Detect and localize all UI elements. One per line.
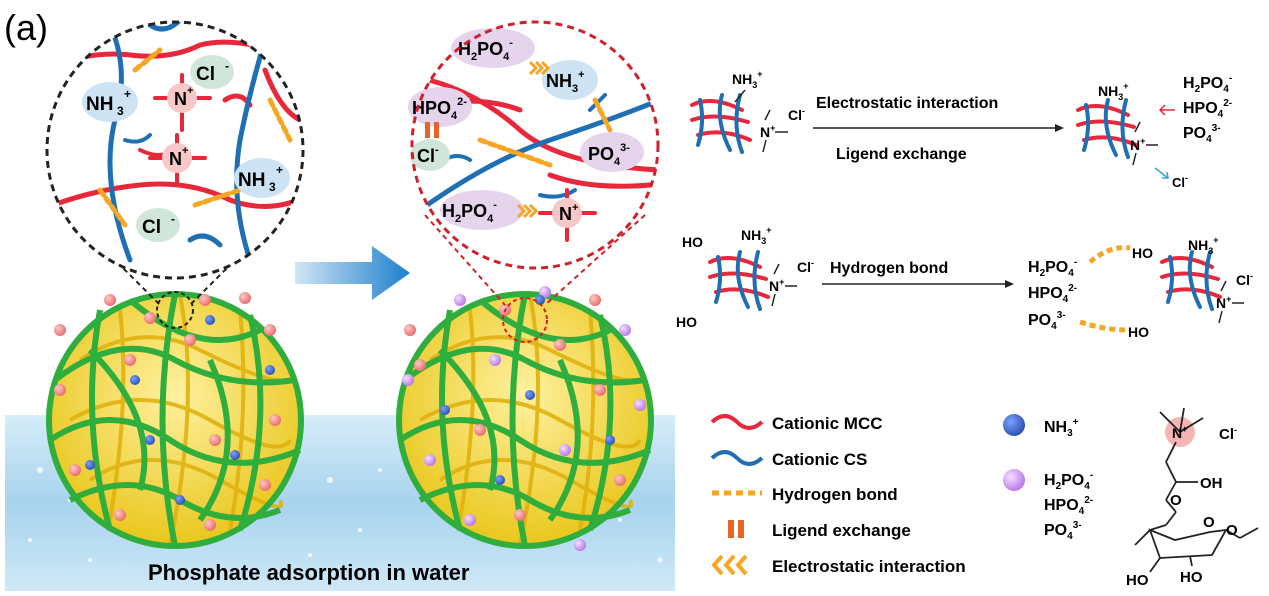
legend-nh3-dot [1003, 414, 1025, 436]
zoom-circle-left: Cl - Cl - NH 3 + NH 3 + N + N + [45, 20, 305, 280]
structure-ho-1: HO [1126, 572, 1149, 589]
zoom-left-nh3-left: NH [86, 94, 113, 115]
zoom-right-nh3: NH3+ [546, 69, 585, 95]
zoom-cone-right [424, 214, 646, 306]
scheme2-po4: PO43- [1183, 123, 1221, 145]
legend-label-ligand: Ligend exchange [772, 521, 911, 540]
legend: Cationic MCC Cationic CS Hydrogen bond L… [710, 414, 1093, 576]
scheme1-n: N+ [760, 123, 775, 140]
zoom-right-quat: N+ [559, 202, 578, 224]
legend-swatch-ligand-b [738, 520, 744, 538]
zoom-right-h2po4-top: H2PO4- [458, 37, 513, 63]
zoom-left-quat-top-charge: + [187, 85, 193, 97]
legend-swatch-cs [710, 450, 764, 466]
legend-swatch-ligand-a [728, 520, 734, 538]
zoom-left-nh3-right-sub: 3 [269, 180, 276, 194]
structure-o-ring: O [1203, 514, 1215, 531]
zoom-right-cl: Cl- [417, 144, 439, 166]
structure-o-methoxy: O [1226, 522, 1238, 539]
polymer-icon-3 [708, 250, 770, 311]
scheme3-h2po4: H2PO4- [1028, 257, 1077, 279]
process-arrow [295, 246, 410, 300]
zoom-left-quat-top: N [174, 89, 187, 109]
scheme1-cl: Cl- [788, 106, 805, 123]
legend-phosphate-dot [1003, 469, 1025, 491]
scheme4-n: N+ [1216, 294, 1231, 311]
zoom-left-quat-mid: N [169, 149, 182, 169]
zoom-left-cl-top: Cl [196, 64, 215, 85]
legend-swatch-electrostatic [711, 554, 748, 576]
structure-oh: OH [1200, 475, 1223, 492]
sphere-after [396, 286, 654, 551]
sphere-before-dots [54, 292, 281, 531]
legend-po4-label: PO43- [1044, 520, 1082, 542]
legend-swatch-mcc [710, 414, 764, 430]
label-electrostatic: Electrostatic interaction [816, 95, 998, 112]
scheme4-nh3: NH3+ [1188, 235, 1219, 256]
zoom-left-nh3-left-charge: + [124, 87, 131, 101]
zoom-right-hpo4: HPO42- [412, 96, 467, 122]
legend-label-electrostatic: Electrostatic interaction [772, 557, 966, 576]
legend-label-hbond: Hydrogen bond [772, 485, 898, 504]
panel-label: (a) [4, 7, 48, 48]
label-ligand: Ligend exchange [836, 146, 967, 163]
scheme4-cl: Cl- [1236, 271, 1253, 288]
legend-label-cs: Cationic CS [772, 450, 867, 469]
scheme2-nh3: NH3+ [1098, 81, 1129, 102]
zoom-right-h2po4-bottom: H2PO4- [442, 199, 497, 225]
scheme2-hpo4: HPO42- [1183, 98, 1232, 120]
label-hbond: Hydrogen bond [830, 260, 948, 277]
scheme2-h2po4: H2PO4- [1183, 73, 1232, 95]
caption: Phosphate adsorption in water [148, 560, 470, 585]
scheme3-nh3: NH3+ [741, 225, 772, 246]
zoom-left-nh3-right: NH [238, 170, 265, 191]
scheme2-n: N+ [1130, 136, 1145, 153]
zoom-left-quat-mid-charge: + [182, 145, 188, 157]
scheme3-n: N+ [769, 277, 784, 294]
scheme2-cl: Cl- [1172, 173, 1188, 190]
legend-nh3-label: NH3+ [1044, 417, 1079, 439]
zoom-left-cl-top-charge: - [225, 59, 229, 73]
polymer-icon-1 [690, 93, 752, 154]
chemical-structure [1134, 407, 1259, 573]
scheme3-hpo4: HPO42- [1028, 283, 1077, 305]
legend-hpo4-label: HPO42- [1044, 495, 1093, 517]
scheme3-po4: PO43- [1028, 310, 1066, 332]
polymer-icon-4 [1160, 250, 1222, 311]
sphere-before [46, 291, 304, 549]
structure-n: N+ [1172, 424, 1187, 441]
sphere-after-dots [402, 286, 646, 551]
scheme3-ho-bottom: HO [676, 314, 697, 330]
legend-h2po4-label: H2PO4- [1044, 470, 1093, 492]
scheme-electrostatic: NH3+ N+ Cl- Electrostatic interaction Li… [690, 69, 1232, 190]
zoom-left-cl-bottom: Cl [142, 217, 161, 238]
zoom-cone-left [59, 204, 291, 306]
zoom-right-po4: PO43- [588, 142, 630, 168]
zoom-left-nh3-left-sub: 3 [117, 104, 124, 118]
zoom-left-cl-bottom-charge: - [171, 212, 175, 226]
structure-o-ether: O [1170, 492, 1182, 509]
scheme-hbond: HO HO NH3+ N+ Cl- Hydrogen bond H2PO4- H… [676, 225, 1253, 340]
scheme3-ho-top: HO [682, 234, 703, 250]
structure-cl: Cl- [1219, 425, 1237, 443]
structure-ho-2: HO [1180, 569, 1203, 586]
scheme4-ho-top: HO [1132, 245, 1153, 261]
scheme4-ho-bottom: HO [1128, 324, 1149, 340]
zoom-circle-right: H2PO4- NH3+ HPO42- Cl- PO43- H2PO4- N+ [408, 20, 660, 270]
zoom-left-nh3-right-charge: + [276, 163, 283, 177]
scheme1-nh3: NH3+ [732, 69, 763, 90]
polymer-icon-2 [1076, 98, 1138, 159]
legend-label-mcc: Cationic MCC [772, 414, 883, 433]
scheme3-cl: Cl- [797, 258, 814, 275]
